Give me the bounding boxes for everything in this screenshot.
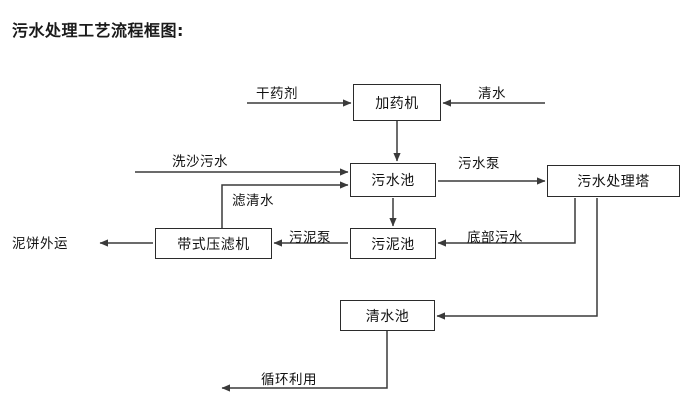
edge-filterpress-to-sewage-pool [221, 181, 349, 228]
page-title: 污水处理工艺流程框图: [12, 21, 184, 40]
edge-clear-water-pool-to-recycle [221, 331, 388, 392]
node-sewage-pool-label: 污水池 [371, 173, 415, 189]
node-treatment-tower-label: 污水处理塔 [577, 174, 650, 190]
edge-label-filtered-water: 滤清水 [232, 193, 274, 209]
node-dosing-machine-label: 加药机 [375, 95, 419, 112]
edge-label-dry-chemical: 干药剂 [256, 86, 298, 102]
node-sewage-pool[interactable]: 污水池 [350, 163, 436, 197]
node-sludge-pool[interactable]: 污泥池 [350, 228, 436, 259]
node-clear-water-pool-label: 清水池 [365, 308, 410, 325]
edge-label-sand-wash-sewage: 洗沙污水 [172, 154, 228, 170]
edge-label-sewage-pump: 污水泵 [458, 156, 500, 172]
edge-label-clean-water: 清水 [478, 86, 506, 102]
edge-tower-bottom-sewage-to-sludge-pool [437, 198, 576, 247]
node-dosing-machine[interactable]: 加药机 [353, 84, 441, 121]
node-treatment-tower[interactable]: 污水处理塔 [547, 165, 680, 197]
node-belt-filter-press-label: 带式压滤机 [177, 236, 250, 253]
edge-label-bottom-sewage: 底部污水 [467, 230, 523, 246]
terminal-mud-cake-transport: 泥饼外运 [12, 236, 68, 252]
node-belt-filter-press[interactable]: 带式压滤机 [155, 228, 272, 259]
edge-label-sludge-pump: 污泥泵 [289, 230, 331, 246]
edge-label-recycle-reuse: 循环利用 [261, 372, 317, 388]
edge-tower-to-clear-water-pool [436, 198, 598, 320]
node-sludge-pool-label: 污泥池 [371, 236, 415, 253]
node-clear-water-pool[interactable]: 清水池 [340, 300, 435, 331]
